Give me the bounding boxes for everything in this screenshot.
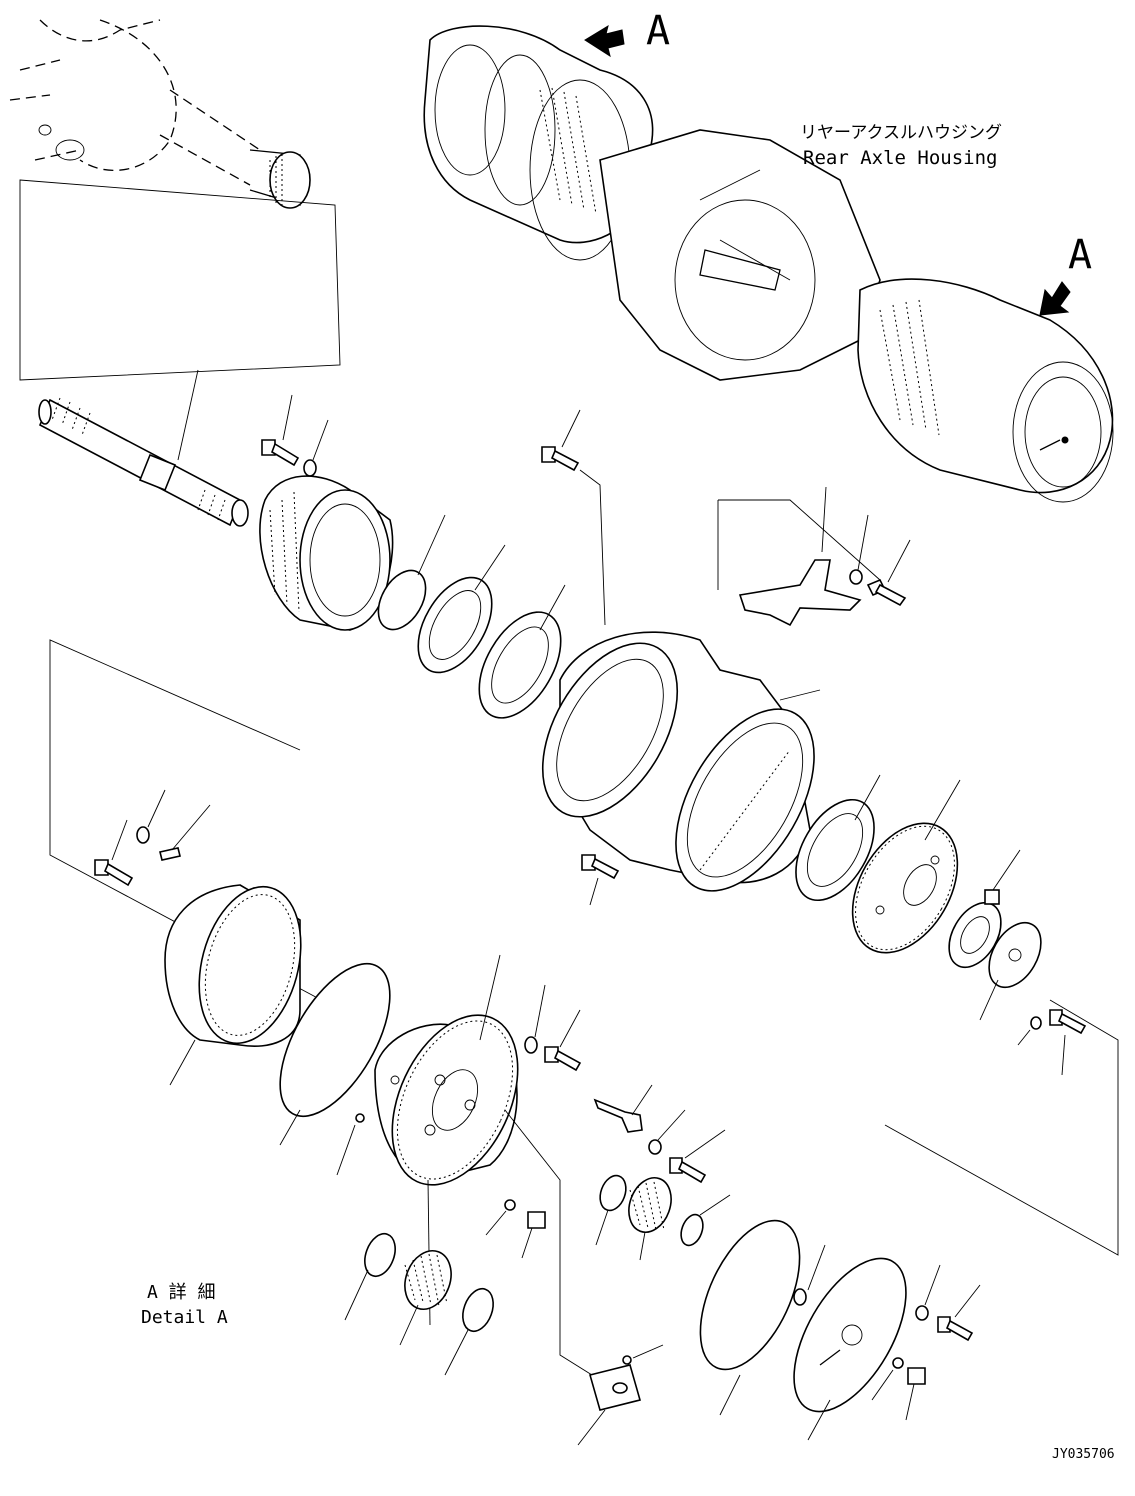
detail-label-jp: A 詳 細 — [147, 1282, 216, 1303]
small-o-ring — [336, 1113, 365, 1176]
carrier-bolt — [541, 409, 606, 626]
piston-plate — [948, 849, 1021, 969]
carrier-lower-bolt — [581, 854, 620, 906]
oil-seal — [417, 544, 506, 674]
drawing-id: JY035706 — [1052, 1447, 1115, 1462]
brake-gear-disc — [851, 779, 961, 954]
planet-gear — [399, 1250, 452, 1346]
hub-bolt — [261, 394, 300, 467]
detail-label-en: Detail A — [141, 1307, 228, 1328]
outer-seal — [795, 774, 881, 902]
planet-gear-bearing-right — [444, 1287, 494, 1376]
snap-ring — [680, 1194, 731, 1247]
retainer-bolt — [884, 999, 1119, 1256]
large-o-ring — [279, 962, 391, 1146]
bracket — [717, 486, 911, 627]
cover-o-ring — [699, 1219, 801, 1416]
cover-seal — [793, 1244, 826, 1306]
drain-plug — [871, 1357, 926, 1421]
ring-gear — [164, 884, 302, 1086]
sun-gear-bushing — [595, 1174, 627, 1246]
view-marker-label: A — [1068, 232, 1092, 278]
planetary-carrier — [374, 954, 601, 1381]
carrier-cover-bolt — [524, 984, 582, 1072]
planet-gear-bearing-left — [344, 1232, 396, 1321]
o-ring — [377, 514, 446, 631]
retainer-plate — [979, 921, 1042, 1021]
bearing — [478, 584, 566, 719]
sensor-bracket — [593, 1084, 726, 1184]
view-marker-label: A — [646, 8, 670, 54]
view-marker-a-left: A — [584, 8, 670, 58]
axle-shaft — [38, 369, 249, 527]
cover-bolt — [915, 1264, 981, 1342]
hub-carrier — [49, 631, 821, 1011]
view-marker-a-right: A — [1039, 232, 1092, 316]
planet-pin — [577, 1344, 664, 1446]
plug-and-washer — [485, 1199, 546, 1259]
rear-axle-housing-overview — [423, 25, 1114, 503]
wheel-hub — [259, 475, 394, 631]
shaft-leader-box — [19, 179, 341, 381]
axle-housing-end-phantom — [9, 19, 311, 209]
arrow-icon — [584, 24, 625, 58]
sun-gear — [628, 1177, 672, 1261]
hub-washer — [303, 419, 329, 477]
planet-cover — [793, 1257, 907, 1441]
ring-gear-bolt — [94, 789, 211, 887]
housing-title-en: Rear Axle Housing — [803, 147, 997, 169]
housing-title-jp: リヤーアクスルハウジング — [800, 123, 1002, 143]
arrow-icon — [1039, 281, 1071, 316]
